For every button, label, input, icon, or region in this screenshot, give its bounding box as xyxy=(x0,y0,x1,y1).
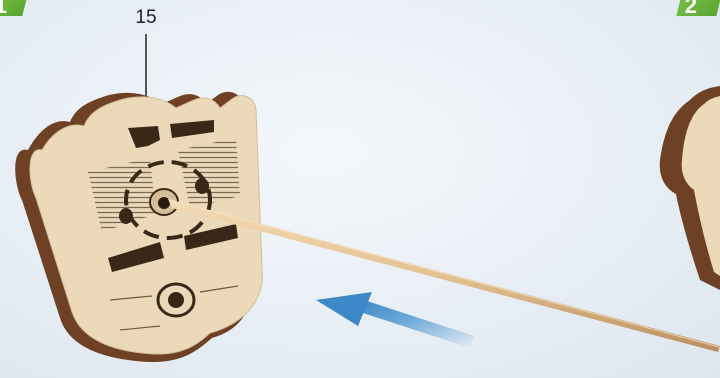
wooden-stick xyxy=(168,199,720,352)
wooden-part-next-step xyxy=(659,86,720,290)
arrow-left-up-icon xyxy=(316,292,474,348)
grille-right xyxy=(178,138,240,208)
part-number-label: 15 xyxy=(135,7,157,28)
wooden-part-15 xyxy=(15,91,263,363)
grille-left xyxy=(88,158,156,232)
axle-hole xyxy=(158,197,170,209)
